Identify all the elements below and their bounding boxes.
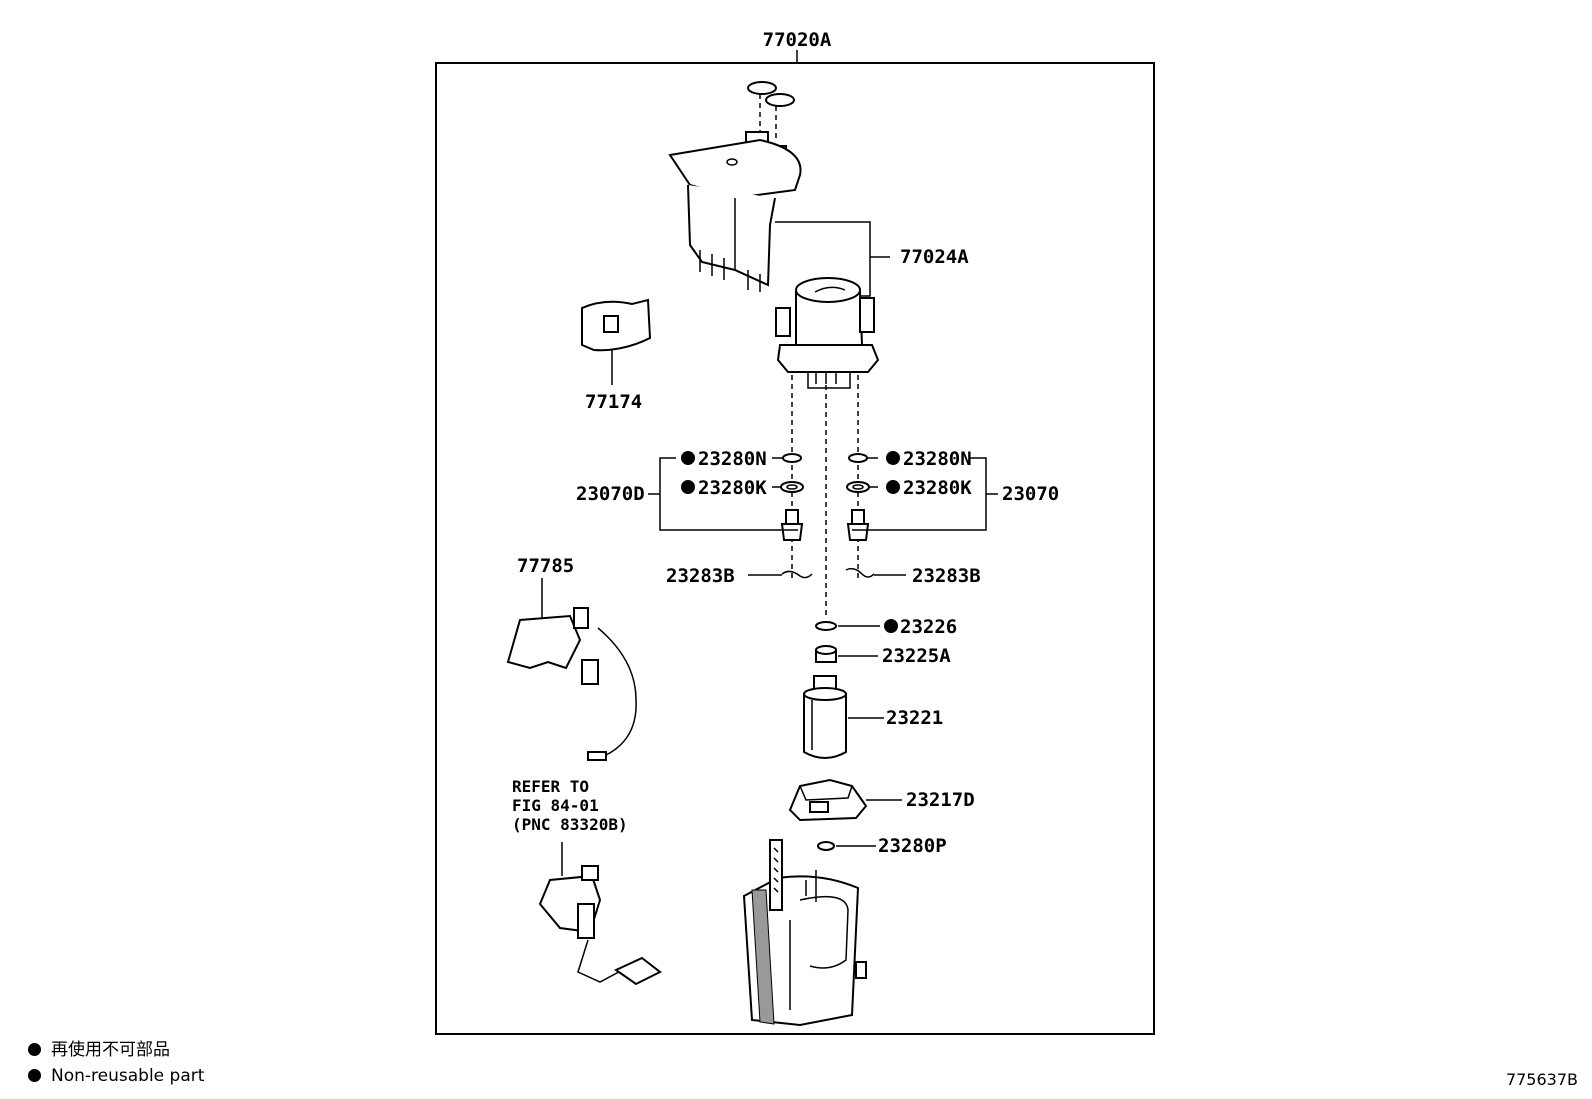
- refer-note-line3: (PNC 83320B): [512, 815, 628, 834]
- part-label-77174[interactable]: 77174: [585, 391, 642, 413]
- non-reusable-dot-icon: [28, 1043, 41, 1056]
- bracket-77174-drawing[interactable]: [581, 298, 652, 385]
- assembly-label[interactable]: 77020A: [763, 29, 832, 51]
- non-reusable-dot: [886, 480, 900, 494]
- legend-item-en: Non-reusable part: [28, 1066, 204, 1086]
- part-label-23221[interactable]: 23221: [886, 707, 943, 729]
- part-label-23283b-left[interactable]: 23283B: [666, 565, 735, 587]
- clips-23283b-drawing[interactable]: [781, 567, 875, 579]
- check-valves-drawing[interactable]: [780, 509, 870, 541]
- reservoir-drawing[interactable]: [742, 839, 867, 1027]
- part-label-77785[interactable]: 77785: [517, 555, 574, 577]
- non-reusable-dot: [884, 619, 898, 633]
- fuel-sender-lid-drawing[interactable]: [668, 81, 890, 297]
- fuel-filter-cup-drawing[interactable]: [775, 277, 880, 389]
- filter-23217d-drawing[interactable]: [788, 778, 868, 822]
- part-label-23226[interactable]: 23226: [900, 616, 957, 638]
- part-label-23070[interactable]: 23070: [1002, 483, 1059, 505]
- assembly-frame: [435, 62, 1155, 1035]
- part-label-23217d[interactable]: 23217D: [906, 789, 975, 811]
- non-reusable-dot: [681, 451, 695, 465]
- part-label-23280n-right[interactable]: 23280N: [903, 448, 972, 470]
- legend-item-jp: 再使用不可部品: [28, 1040, 204, 1060]
- refer-note-line1: REFER TO: [512, 777, 589, 796]
- fuel-pump-23221-drawing[interactable]: [803, 675, 847, 759]
- non-reusable-dot-icon: [28, 1069, 41, 1082]
- cushion-23225a-drawing[interactable]: [815, 645, 837, 663]
- part-label-23225a[interactable]: 23225A: [882, 645, 951, 667]
- part-label-23070d[interactable]: 23070D: [576, 483, 645, 505]
- refer-note-line2: FIG 84-01: [512, 796, 599, 815]
- o-ring-23280p-drawing[interactable]: [817, 841, 835, 851]
- legend: 再使用不可部品 Non-reusable part: [28, 1040, 204, 1086]
- part-label-23280k-left[interactable]: 23280K: [698, 477, 767, 499]
- o-rings-drawing[interactable]: [780, 453, 870, 493]
- figure-id: 775637B: [1505, 1070, 1578, 1089]
- part-label-23280p[interactable]: 23280P: [878, 835, 947, 857]
- part-label-23280k-right[interactable]: 23280K: [903, 477, 972, 499]
- o-ring-23226-drawing[interactable]: [815, 621, 837, 631]
- part-label-23283b-right[interactable]: 23283B: [912, 565, 981, 587]
- non-reusable-dot: [886, 451, 900, 465]
- non-reusable-dot: [681, 480, 695, 494]
- float-sender-drawing[interactable]: [538, 842, 662, 986]
- sender-gauge-77785-drawing[interactable]: [506, 578, 637, 761]
- part-label-77024a[interactable]: 77024A: [900, 246, 969, 268]
- part-label-23280n-left[interactable]: 23280N: [698, 448, 767, 470]
